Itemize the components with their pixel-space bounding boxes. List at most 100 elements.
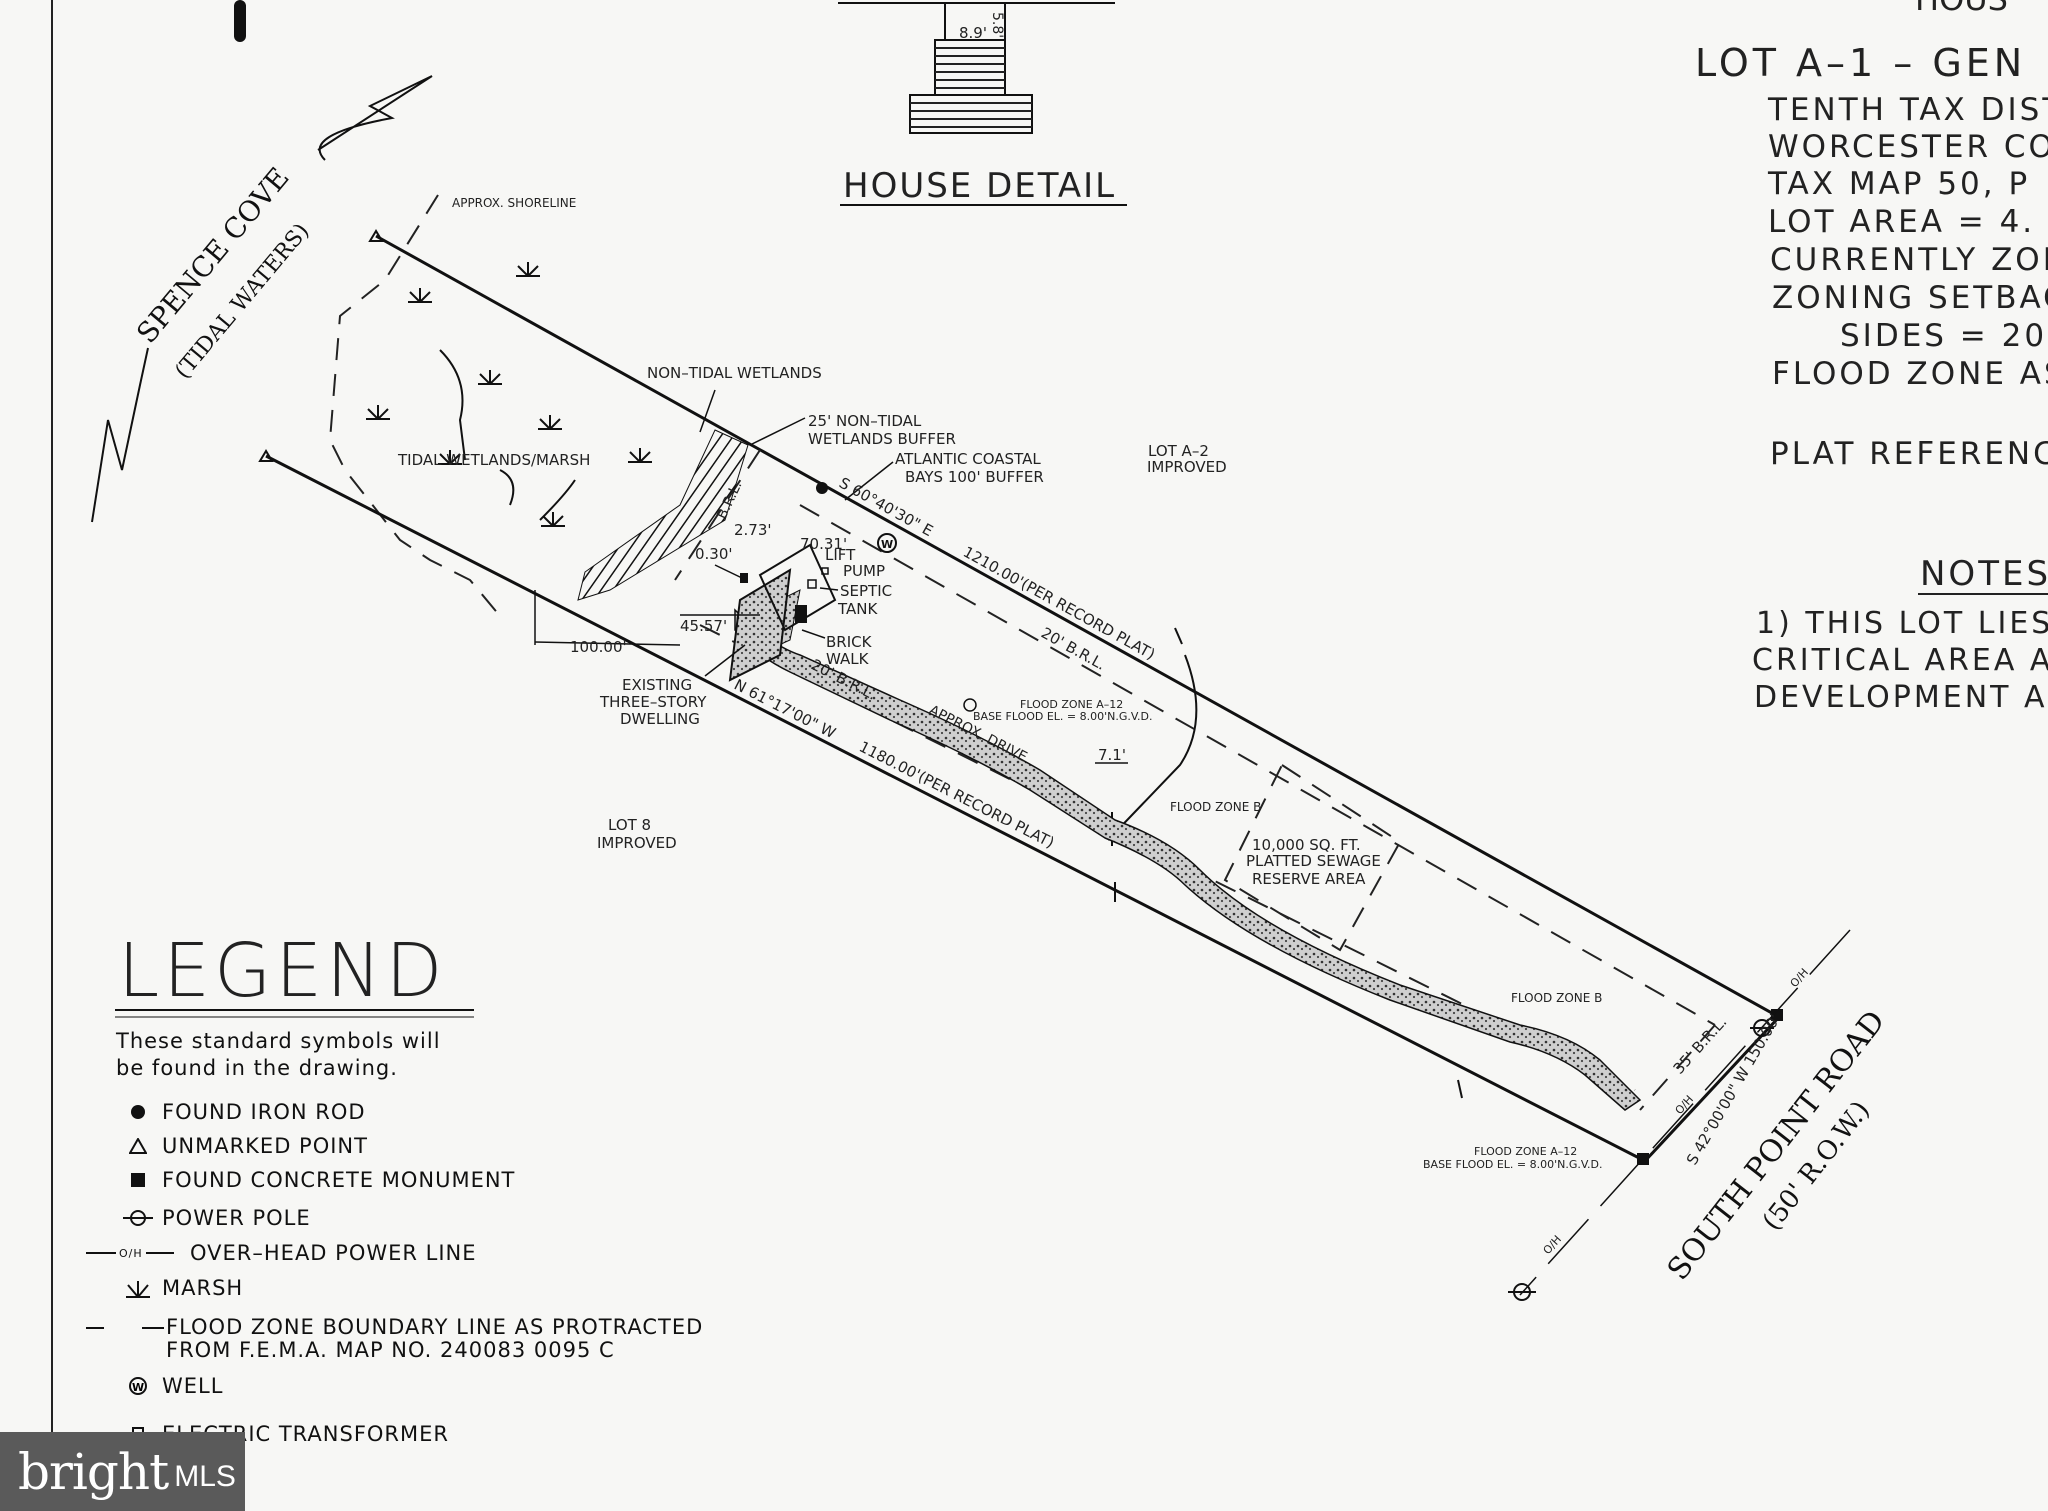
sewage-reserve-label: PLATTED SEWAGE [1246,852,1381,870]
dim-71-label: 7.1' [1098,746,1126,764]
brl-20-north [799,504,1716,1026]
existing-dwelling [728,543,837,682]
house-detail-title: HOUSE DETAIL [843,166,1116,206]
legend-label: FLOOD ZONE BOUNDARY LINE AS PROTRACTED [166,1315,704,1339]
walk-leader [801,629,826,639]
found-concrete-monument [1771,1009,1783,1021]
brl-35-label: 35' B.R.L. [1670,1013,1731,1078]
info-line: TAX MAP 50, P [1767,166,2030,202]
lift-pump-label: PUMP [843,562,885,580]
legend-item-unmarked-point: UNMARKED POINT [118,1134,368,1158]
dim-line-030 [714,564,743,579]
legend-item-iron-rod: FOUND IRON ROD [118,1100,366,1124]
unmarked-point [258,449,274,462]
water-squiggle [317,75,433,161]
info-line: ZONING SETBAC [1772,280,2048,316]
dwelling-label: DWELLING [620,710,700,728]
spence-cove-label: SPENCE COVE (TIDAL WATERS) [130,161,314,384]
lot-a2-label: IMPROVED [1147,458,1227,476]
buffer-100-label: BAYS 100' BUFFER [905,468,1044,486]
overhead-line-icon: O/H [86,1247,180,1260]
power-pole-icon [1750,1019,1774,1037]
overhead-power-line [1519,929,1851,1296]
legend-label: OVER–HEAD POWER LINE [190,1241,477,1265]
legend-label: UNMARKED POINT [162,1134,368,1158]
flood-a12-bottom-label: BASE FLOOD EL. = 8.00'N.G.V.D. [1423,1158,1602,1171]
legend-intro-line: These standard symbols will [116,1029,441,1053]
legend-label: POWER POLE [162,1206,311,1230]
well-icon: W [118,1376,158,1396]
wetlands-buffer-hatch [577,429,749,601]
legend-title: LEGEND [118,928,446,1014]
approx-drive [734,608,1642,1111]
notes-block: 1) THIS LOT LIES CRITICAL AREA A DEVELOP… [1752,606,2048,715]
shoreline-label: APPROX. SHORELINE [452,196,576,210]
septic-tank-label: TANK [837,600,878,618]
flood-zone-line [1107,654,1198,841]
house-detail: 8.9' 5.8' HOUSE DETAIL [838,2,1127,206]
flood-a12-bottom-label: FLOOD ZONE A–12 [1474,1145,1577,1158]
legend-item-overhead-line: O/H OVER–HEAD POWER LINE [86,1241,477,1265]
sewage-reserve-label: RESERVE AREA [1252,870,1366,888]
marsh-squiggle [439,349,576,521]
oh-label: O/H [1673,1093,1696,1117]
buffer-100-label: ATLANTIC COASTAL [895,450,1041,468]
unmarked-point [368,229,384,242]
oh-label: O/H [1541,1233,1564,1257]
house-dim-b: 5.8' [989,12,1005,38]
flood-zone-tick [1174,627,1183,645]
legend-label: FOUND IRON ROD [162,1100,366,1124]
lot-8-label: IMPROVED [597,834,677,852]
lot-a2-label: LOT A–2 [1148,442,1209,460]
septic-leader [819,587,839,591]
house-partial: HOUS [1915,0,2008,18]
shoreline [328,194,501,617]
road-frontage-line [1643,1015,1781,1163]
flood-b-label: FLOOD ZONE B [1511,991,1602,1005]
marsh-icon [118,1277,158,1299]
legend-label-continued: FROM F.E.M.A. MAP NO. 240083 0095 C [166,1338,615,1362]
lot-8-label: LOT 8 [608,816,651,834]
svg-text:W: W [132,1381,145,1394]
legend-label: MARSH [162,1276,244,1300]
lot-info-block: TENTH TAX DIST WORCESTER COU TAX MAP 50,… [1767,92,2048,472]
info-line: FLOOD ZONE AS [1772,356,2048,392]
buffer-25-label: 25' NON–TIDAL [808,412,922,430]
legend-label: WELL [162,1374,224,1398]
dim-100: 100.00' [570,638,627,656]
dim-273: 2.73' [734,521,772,539]
info-line: CURRENTLY ZON [1770,242,2048,278]
dim-line-100 [534,641,681,646]
legend-item-concrete-monument: FOUND CONCRETE MONUMENT [118,1168,515,1192]
legend-item-flood-boundary: FLOOD ZONE BOUNDARY LINE AS PROTRACTED F… [86,1316,703,1362]
dwelling-leader [704,644,746,677]
legend-label: FOUND CONCRETE MONUMENT [162,1168,516,1192]
legend-intro-line: be found in the drawing. [116,1056,398,1080]
triangle-icon [118,1138,158,1154]
septic-tank-label: SEPTIC [840,582,892,600]
info-line: LOT AREA = 4. [1768,204,2035,240]
flood-a12-top-label: FLOOD ZONE A–12 [1020,698,1123,711]
watermark-suffix: MLS [174,1459,236,1493]
filled-circle-icon [118,1104,158,1120]
sewage-reserve-label: 10,000 SQ. FT. [1252,836,1361,854]
power-pole-icon [1508,1283,1536,1301]
north-property-line [375,234,1780,1019]
info-line: PLAT REFERENC [1770,436,2048,472]
non-tidal-wetlands-label: NON–TIDAL WETLANDS [647,364,822,382]
legend-item-power-pole: POWER POLE [118,1206,311,1230]
dim-030: 0.30' [695,545,733,563]
legend-item-marsh: MARSH [118,1276,243,1300]
lift-pump-label: LIFT [825,546,856,564]
lot-title: LOT A–1 – GEN [1695,41,2026,85]
septic-tank-symbol [807,579,817,589]
north-arrow-tip [234,0,246,42]
dim-4557: 45.57' [680,617,727,635]
buffer-25-label: WETLANDS BUFFER [808,430,956,448]
wetlands-leader [699,389,716,433]
water-squiggle [91,347,149,523]
notes-line: CRITICAL AREA A [1752,643,2048,678]
lift-pump-symbol [821,567,829,575]
notes-line: 1) THIS LOT LIES [1756,606,2048,641]
